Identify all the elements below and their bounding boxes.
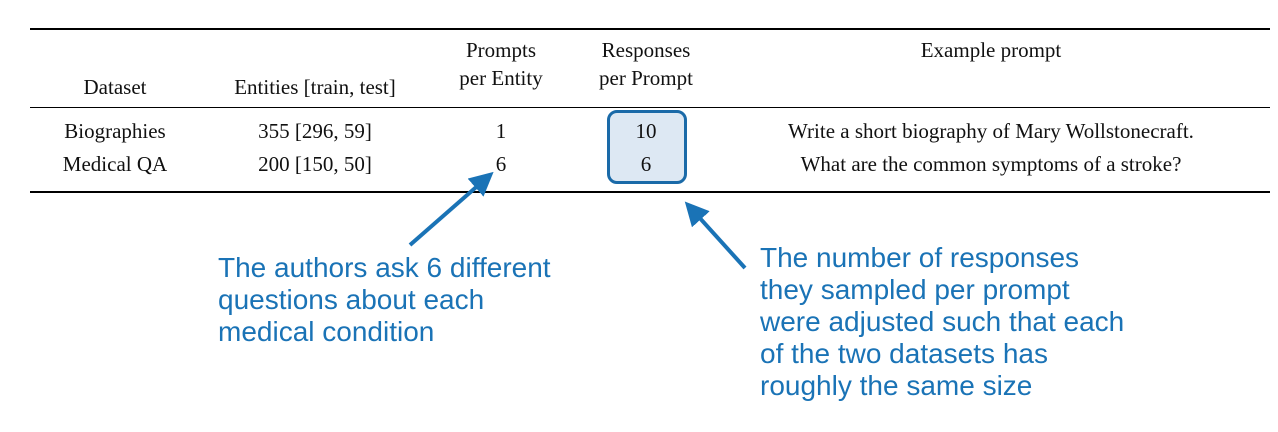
row-medicalqa-responses: 6	[640, 152, 652, 176]
row-medicalqa-dataset: Medical QA	[62, 152, 168, 176]
annotation-left-line1: The authors ask 6 different	[218, 252, 551, 283]
row-biographies-responses: 10	[635, 119, 657, 143]
annotation-right: The number of responses they sampled per…	[760, 242, 1124, 402]
annotation-right-line3: were adjusted such that each	[760, 306, 1125, 337]
annotation-right-line4: of the two datasets has	[760, 338, 1048, 369]
row-medicalqa-example: What are the common symptoms of a stroke…	[800, 152, 1182, 176]
header-prompts-per-entity-line1: Prompts	[465, 38, 536, 62]
row-biographies-prompts: 1	[495, 119, 507, 143]
table-top-rule	[30, 28, 1270, 30]
row-medicalqa-prompts: 6	[495, 152, 507, 176]
annotation-right-line5: roughly the same size	[760, 370, 1033, 401]
right-arrow	[684, 201, 747, 270]
header-responses-per-prompt-line1: Responses	[601, 38, 691, 62]
annotation-left-line2: questions about each	[218, 284, 485, 315]
row-medicalqa-entities: 200 [150, 50]	[258, 152, 372, 176]
header-responses-per-prompt: Responses per Prompt	[578, 36, 714, 92]
annotation-left: The authors ask 6 different questions ab…	[218, 252, 551, 348]
annotation-left-line3: medical condition	[218, 316, 435, 347]
header-entities: Entities [train, test]	[234, 75, 396, 99]
header-example-prompt: Example prompt	[920, 38, 1062, 62]
header-dataset: Dataset	[83, 75, 147, 99]
left-arrow	[408, 171, 494, 247]
table-header-rule	[30, 107, 1270, 108]
row-biographies-example: Write a short biography of Mary Wollston…	[788, 119, 1194, 143]
row-biographies-entities: 355 [296, 59]	[258, 119, 372, 143]
responses-highlight-box	[607, 110, 687, 184]
annotation-right-line1: The number of responses	[760, 242, 1080, 273]
header-responses-per-prompt-line2: per Prompt	[599, 66, 693, 90]
header-prompts-per-entity-line2: per Entity	[459, 66, 543, 90]
header-prompts-per-entity: Prompts per Entity	[437, 36, 565, 92]
table-bottom-rule	[30, 191, 1270, 193]
row-biographies-dataset: Biographies	[64, 119, 166, 143]
annotation-right-line2: they sampled per prompt	[760, 274, 1070, 305]
